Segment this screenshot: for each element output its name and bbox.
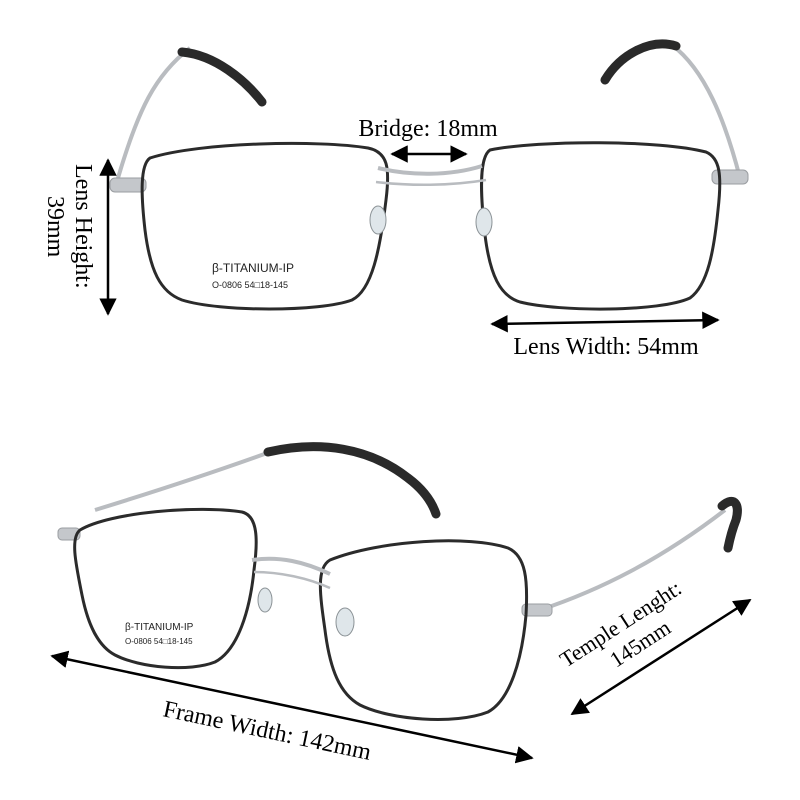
right-nose-pad (475, 207, 493, 237)
frame-width-arrow (50, 650, 534, 764)
left-temple-tip (177, 47, 267, 107)
temple-length-arrow (570, 598, 752, 716)
bridge (377, 164, 483, 176)
lens-width-label: Lens Width: 54mm (513, 334, 699, 360)
right-temple-tip (600, 39, 681, 85)
lens-height-label: Lens Height: (70, 164, 96, 289)
left-lens-rim (140, 141, 390, 311)
lens-width-arrow (490, 311, 720, 333)
lens-height-value: 39mm (42, 196, 68, 258)
angled-bridge (251, 556, 331, 576)
front-view-glasses: β-TITANIUM-IP O-0806 54□18-145 (109, 39, 749, 311)
frame-width-label: Frame Width: 142mm (161, 696, 374, 766)
lens-imprint-line1: β-TITANIUM-IP (212, 261, 294, 275)
angled-imprint-line2: O-0806 54□18-145 (125, 637, 193, 646)
lens-imprint-line2: O-0806 54□18-145 (212, 280, 288, 290)
angled-imprint-line1: β-TITANIUM-IP (125, 622, 194, 633)
bridge-label: Bridge: 18mm (358, 116, 498, 142)
near-temple-tip (717, 496, 742, 553)
far-temple-tip (263, 442, 441, 519)
right-lens-rim (480, 141, 722, 311)
left-nose-pad (369, 205, 387, 235)
